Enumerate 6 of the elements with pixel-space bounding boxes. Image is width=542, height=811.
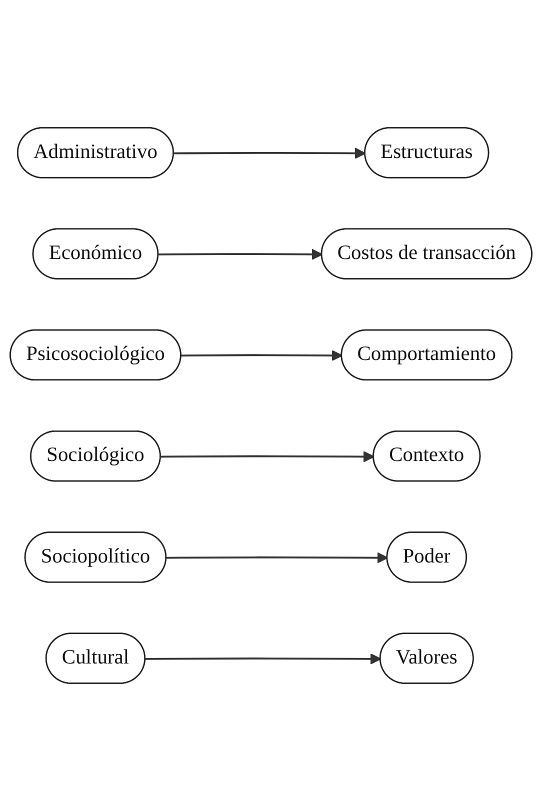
arrow [158,248,323,260]
arrow [145,653,382,665]
arrow [174,148,366,159]
arrow [166,552,388,564]
arrow [160,451,374,462]
arrow [181,350,343,362]
